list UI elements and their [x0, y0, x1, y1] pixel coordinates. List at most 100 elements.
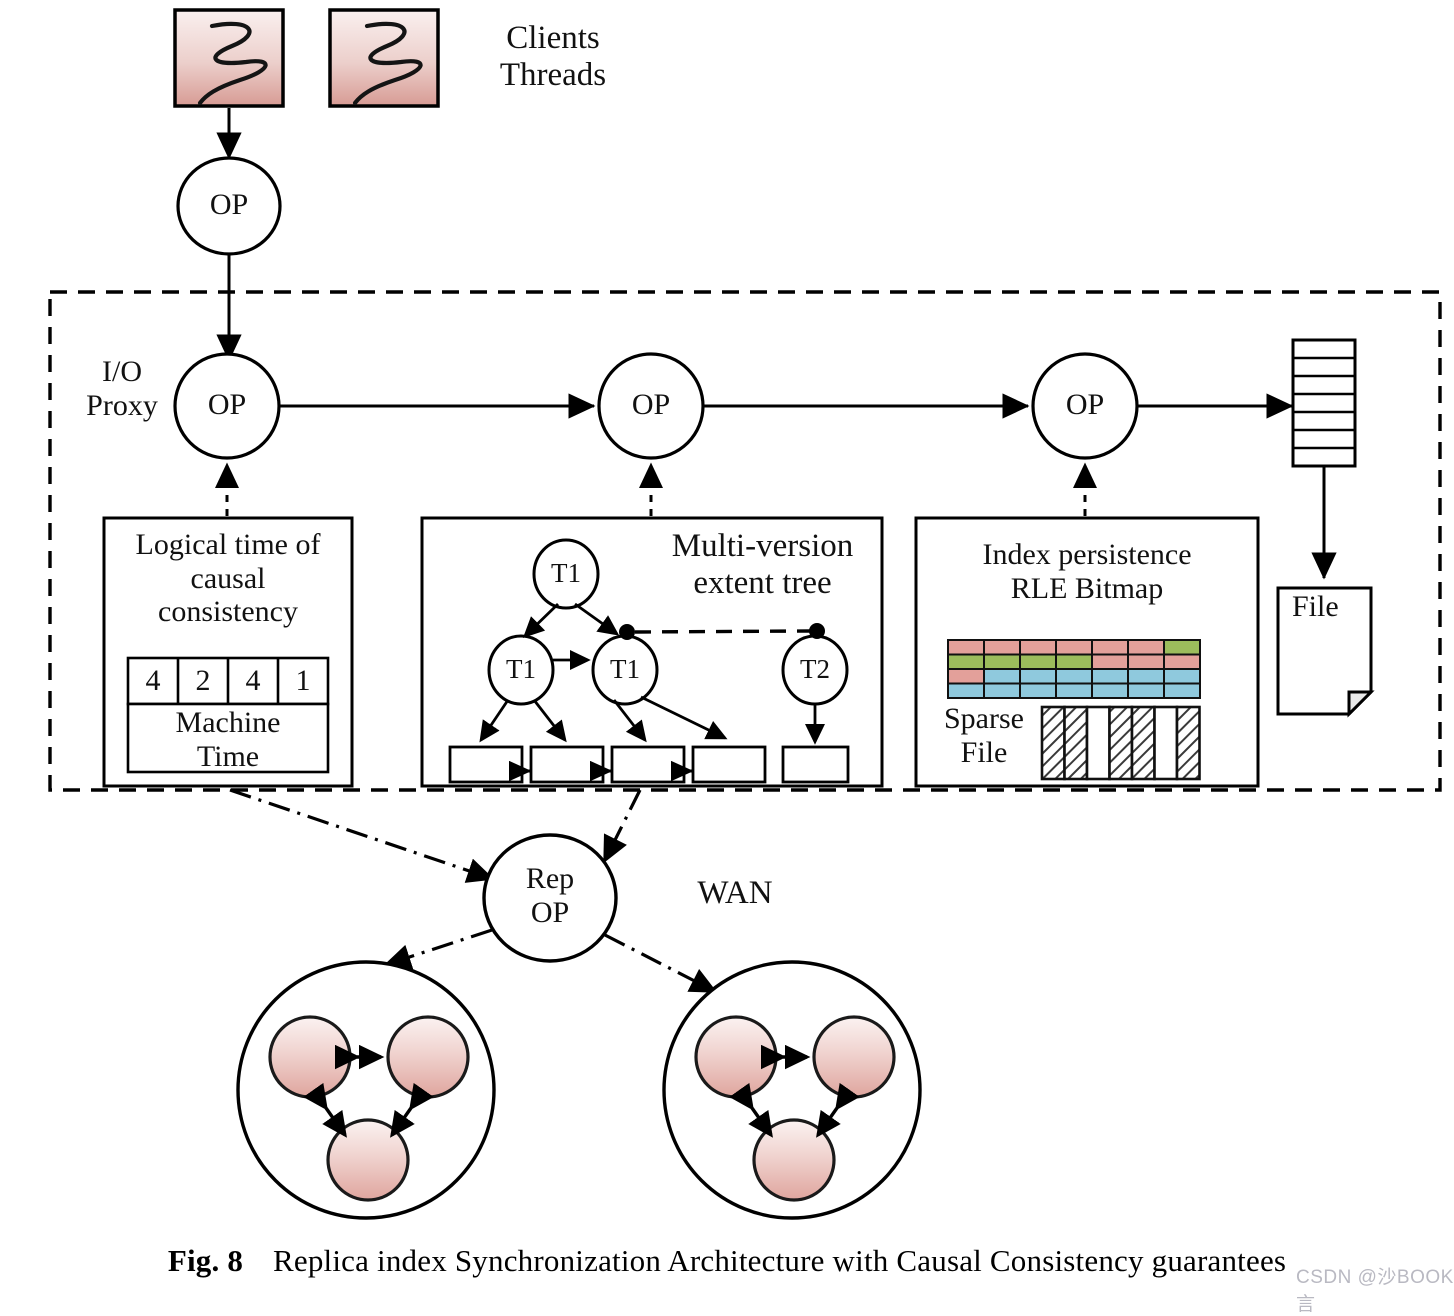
io-proxy-label-line1: I/O	[102, 355, 142, 388]
index-title-line2: RLE Bitmap	[1010, 571, 1164, 605]
proxy-op-label-1: OP	[207, 388, 247, 421]
logical-time-title-line2: causal	[190, 561, 266, 595]
repl-link-logical-to-repop	[229, 788, 495, 883]
replica-node	[752, 1118, 836, 1202]
tree-child-node-1	[487, 634, 555, 706]
bitmap-cell	[947, 668, 985, 685]
bitmap-cell	[1091, 682, 1129, 699]
rep-op-label: Rep OP	[500, 862, 600, 929]
sparse-file-block	[1040, 705, 1066, 781]
index-panel-title: Index persistence RLE Bitmap	[925, 538, 1249, 605]
sparse-file-grid	[1040, 705, 1201, 781]
replica-cluster-right	[662, 960, 922, 1220]
file-document-shape	[1276, 586, 1375, 718]
caption-prefix: Fig. 8	[167, 1243, 244, 1278]
replica-cluster-left	[236, 960, 496, 1220]
tree-child-label-2: T1	[610, 654, 640, 684]
tree-edge-child1-leaf2	[532, 699, 567, 743]
bitmap-cell	[1055, 668, 1093, 685]
io-proxy-label: I/O Proxy	[62, 355, 182, 422]
tree-child-label-1: T1	[506, 654, 536, 684]
client-thread-box-2	[328, 8, 440, 108]
tree-leaf-box-2	[529, 745, 605, 784]
tree-root-node	[532, 538, 600, 610]
sparse-file-block	[1085, 705, 1111, 781]
tree-edge-root-child1	[522, 602, 559, 638]
bitmap-cell	[1055, 653, 1093, 670]
vector-cell-1: 2	[195, 664, 211, 697]
bitmap-cell	[1091, 653, 1129, 670]
tree-version-dot-left	[619, 624, 635, 640]
bitmap-cell	[1127, 653, 1165, 670]
extent-tree-title-line1: Multi-version	[671, 528, 854, 564]
tree-edge-child2-leaf4	[640, 695, 728, 740]
tree-leaf-box-5	[781, 745, 850, 784]
sparse-file-block	[1153, 705, 1179, 781]
tree-edge-child2-leaf3	[612, 699, 647, 743]
tree-version-dashed-link	[634, 629, 811, 634]
io-proxy-boundary	[48, 290, 1442, 792]
bitmap-cell	[1019, 668, 1057, 685]
tree-leaf-box-1	[448, 745, 524, 784]
write-queue-stack	[1291, 338, 1357, 468]
machine-time-line1: Machine	[175, 706, 281, 739]
clients-threads-label: Clients Threads	[458, 20, 648, 94]
sparse-file-block	[1063, 705, 1089, 781]
caption-text: Replica index Synchronization Architectu…	[273, 1243, 1287, 1278]
sparse-file-label: Sparse File	[930, 702, 1038, 769]
rep-op-line1: Rep	[525, 862, 575, 895]
proxy-op-label-2: OP	[631, 388, 671, 421]
sparse-label-line2: File	[960, 735, 1008, 769]
tree-sibling-label: T2	[800, 654, 830, 684]
rep-op-line2: OP	[530, 895, 570, 929]
tree-leaf-box-3	[610, 745, 686, 784]
logical-time-title: Logical time of causal consistency	[110, 528, 346, 629]
index-title-line1: Index persistence	[982, 538, 1192, 571]
logical-time-title-line3: consistency	[158, 595, 298, 629]
machine-time-line2: Time	[196, 739, 260, 773]
bitmap-cell	[1055, 682, 1093, 699]
sparse-label-line1: Sparse	[944, 702, 1024, 735]
bitmap-cell	[947, 639, 985, 656]
extent-tree-title-line2: extent tree	[693, 564, 832, 601]
sparse-file-block	[1175, 705, 1201, 781]
bitmap-cell	[1019, 639, 1057, 656]
tree-version-dot-right	[809, 623, 825, 639]
bitmap-cell	[1019, 653, 1057, 670]
repl-link-repop-to-cluster-left	[383, 928, 493, 970]
rle-bitmap-grid	[947, 639, 1201, 699]
bitmap-cell	[1127, 639, 1165, 656]
entry-op-label: OP	[209, 188, 249, 221]
repl-link-repop-to-cluster-right	[604, 933, 718, 994]
bitmap-cell	[1019, 682, 1057, 699]
file-node-label: File	[1292, 590, 1339, 623]
replica-node	[812, 1015, 896, 1099]
bitmap-cell	[1163, 682, 1201, 699]
proxy-op-label-3: OP	[1065, 388, 1105, 421]
figure-caption: Fig. 8 Replica index Synchronization Arc…	[0, 1243, 1454, 1279]
wan-label: WAN	[697, 875, 773, 911]
extent-tree-title: Multi-version extent tree	[650, 528, 875, 602]
bitmap-cell	[1091, 639, 1129, 656]
bitmap-cell	[1055, 639, 1093, 656]
logical-time-vector-table	[126, 656, 330, 774]
sparse-file-block	[1130, 705, 1156, 781]
machine-time-label: Machine Time	[128, 706, 328, 773]
logical-time-title-line1: Logical time of	[135, 528, 321, 561]
tree-root-label: T1	[551, 558, 581, 588]
bitmap-cell	[1163, 653, 1201, 670]
replica-node	[326, 1118, 410, 1202]
replica-node	[386, 1015, 470, 1099]
bitmap-cell	[983, 639, 1021, 656]
watermark: CSDN @沙BOOK言	[1296, 1267, 1454, 1315]
bitmap-cell	[947, 682, 985, 699]
replica-node	[694, 1015, 778, 1099]
clients-label-line2: Threads	[499, 56, 607, 93]
tree-edge-root-child2	[574, 602, 620, 636]
client-thread-box-1	[173, 8, 285, 108]
clients-label-line1: Clients	[506, 20, 600, 56]
bitmap-cell	[1127, 682, 1165, 699]
vector-cell-2: 4	[245, 664, 261, 697]
sparse-file-block	[1108, 705, 1134, 781]
